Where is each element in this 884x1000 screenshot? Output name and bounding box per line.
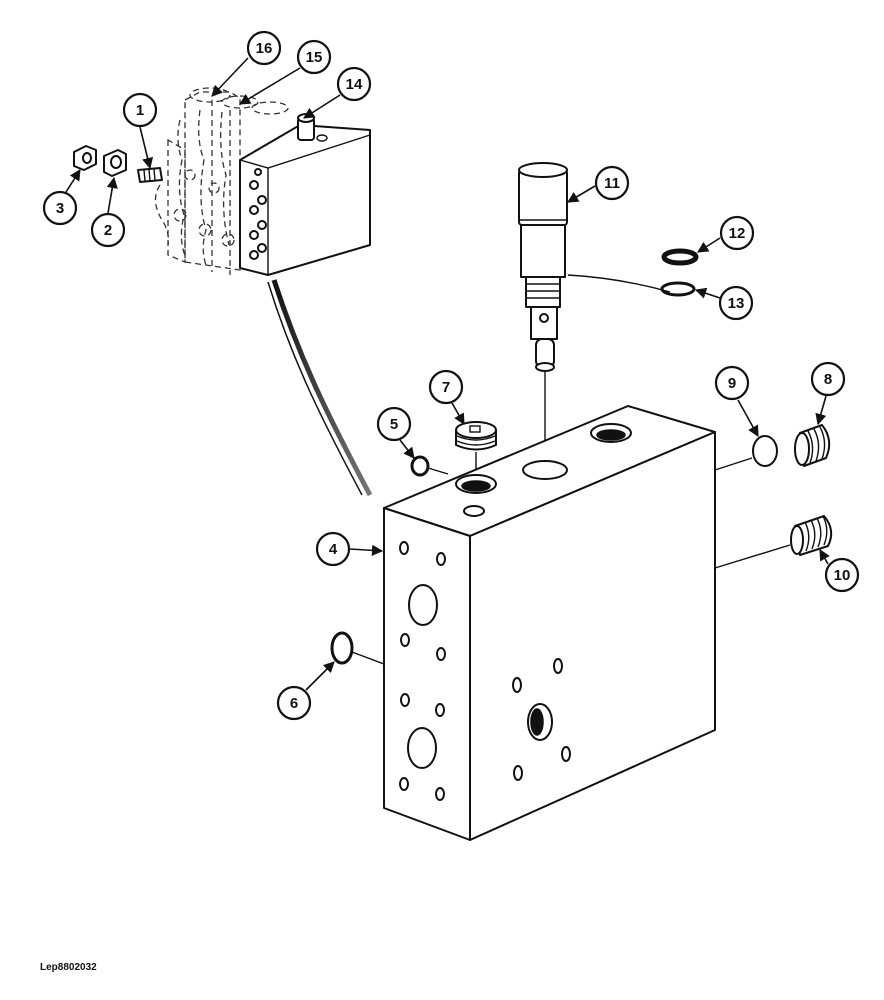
callout-number: 9: [728, 375, 736, 392]
callout-number: 7: [442, 379, 450, 396]
callout-number: 2: [104, 222, 112, 239]
assembly-link-line-edge: [267, 281, 363, 496]
callout-1: 1: [122, 92, 158, 170]
callout-8: 8: [810, 361, 846, 426]
callout-9: 9: [714, 365, 759, 437]
callout-3: 3: [42, 169, 81, 226]
callout-circle: [90, 212, 126, 248]
callout-leader-arrow: [239, 67, 301, 105]
callout-leader-arrow: [697, 237, 721, 253]
o-ring-side: [330, 631, 385, 665]
callout-leader-arrow: [349, 544, 384, 556]
backup-ring: [661, 248, 699, 266]
callout-leader-arrow: [694, 287, 721, 299]
callout-circle: [428, 369, 464, 405]
callout-leader-arrow: [211, 57, 249, 97]
callout-circle: [824, 557, 860, 593]
callout-number: 3: [56, 200, 64, 217]
callout-number: 11: [604, 175, 620, 192]
callout-circle: [296, 39, 332, 75]
callout-number: 16: [256, 40, 273, 57]
callout-leader-arrow: [139, 126, 154, 170]
callout-leader-arrow: [305, 661, 335, 691]
washer: [103, 149, 127, 177]
callout-circle: [122, 92, 158, 128]
callout-circle: [376, 406, 412, 442]
callout-leader-arrow: [819, 549, 830, 565]
nut: [73, 145, 97, 171]
threaded-plug: [794, 424, 831, 467]
callout-leader-arrow: [815, 395, 827, 426]
callout-number: 5: [390, 416, 398, 433]
seal-disc: [714, 435, 778, 471]
callout-circle: [714, 365, 750, 401]
o-ring: [660, 281, 696, 297]
callout-leader-arrow: [737, 399, 759, 437]
callout-6: 6: [276, 661, 335, 721]
manifold-block: [383, 405, 716, 841]
callout-5: 5: [376, 406, 415, 459]
callout-circle: [42, 190, 78, 226]
valve-section-ghost: [154, 87, 289, 275]
callout-leader-arrow: [106, 176, 118, 214]
callout-15: 15: [239, 39, 332, 105]
callout-circle: [246, 30, 282, 66]
callout-circle: [719, 215, 755, 251]
callout-7: 7: [428, 369, 465, 425]
callout-4: 4: [315, 531, 384, 567]
callout-leader-arrow: [65, 169, 81, 193]
callout-circle: [276, 685, 312, 721]
callout-leader-arrow: [399, 439, 415, 459]
callout-11: 11: [567, 165, 630, 203]
callout-2: 2: [90, 176, 126, 248]
callout-number: 12: [729, 225, 746, 242]
callout-circle: [718, 285, 754, 321]
callout-number: 8: [824, 371, 832, 388]
callout-13: 13: [694, 285, 754, 321]
plug: [455, 421, 497, 482]
callout-circle: [594, 165, 630, 201]
callout-12: 12: [697, 215, 755, 253]
callout-number: 15: [306, 49, 323, 66]
threaded-plug-lower: [714, 515, 833, 569]
callout-16: 16: [211, 30, 282, 97]
o-ring-small: [410, 455, 449, 477]
callout-number: 14: [346, 76, 363, 93]
callout-number: 4: [329, 541, 338, 558]
callout-circle: [315, 531, 351, 567]
callout-circle: [336, 66, 372, 102]
valve-bank-assembly: [73, 87, 371, 276]
cartridge-ring-pointer: [567, 274, 671, 293]
callout-number: 6: [290, 695, 298, 712]
callout-number: 1: [136, 102, 144, 119]
callout-circle: [810, 361, 846, 397]
figure-reference-code: Lep8802032: [40, 962, 97, 973]
valve-end-block: [239, 113, 371, 276]
callout-number: 13: [728, 295, 745, 312]
callout-10: 10: [819, 549, 860, 593]
callout-number: 10: [834, 567, 851, 584]
stud-bolt: [137, 167, 163, 183]
callout-leader-arrow: [451, 402, 465, 425]
relief-cartridge-valve: [518, 162, 568, 465]
callout-leader-arrow: [567, 185, 596, 203]
assembly-link-line: [271, 279, 373, 497]
callout-14: 14: [303, 66, 372, 119]
callout-leader-arrow: [303, 94, 341, 119]
